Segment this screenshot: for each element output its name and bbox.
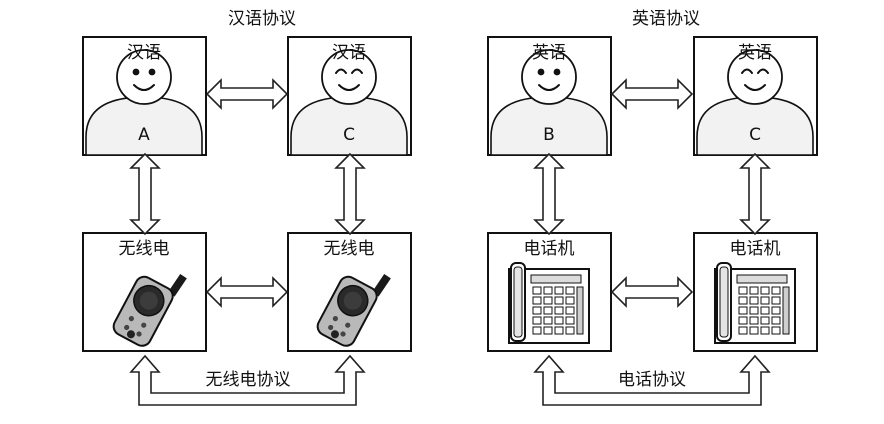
person-b-language: 英语 (532, 43, 566, 63)
right-protocol-group: 英语协议 英语 B 英语 C 电话机 电话机 (487, 9, 818, 406)
person-c-left-letter: C (343, 125, 355, 145)
radio-a-label: 无线电 (119, 239, 170, 259)
person-a-language: 汉语 (127, 43, 161, 63)
double-arrow-icon (740, 153, 770, 235)
radio-protocol-label: 无线电协议 (206, 370, 291, 390)
radio-protocol-arrow (129, 354, 366, 406)
left-title: 汉语协议 (228, 9, 296, 29)
double-arrow-icon (206, 277, 288, 307)
double-arrow-icon (611, 79, 693, 109)
phone-c-box: 电话机 (693, 232, 818, 352)
phone-protocol-label: 电话协议 (618, 370, 686, 390)
person-a-box: 汉语 A (82, 36, 207, 156)
right-title: 英语协议 (632, 9, 700, 29)
double-arrow-icon (130, 153, 160, 235)
left-protocol-group: 汉语协议 汉语 A 汉语 C 无线电 无线电 (82, 9, 412, 406)
person-c-right-letter: C (749, 125, 761, 145)
double-arrow-icon (534, 153, 564, 235)
person-c-left-language: 汉语 (332, 43, 366, 63)
desk-telephone-icon (508, 262, 590, 344)
phone-b-box: 电话机 (487, 232, 612, 352)
phone-protocol-arrow (533, 354, 771, 406)
desk-telephone-icon (714, 262, 796, 344)
person-c-left-box: 汉语 C (287, 36, 412, 156)
phone-b-label: 电话机 (524, 239, 575, 259)
person-b-letter: B (543, 125, 555, 145)
double-arrow-icon (206, 79, 288, 109)
person-c-right-box: 英语 C (693, 36, 818, 156)
phone-c-label: 电话机 (730, 239, 781, 259)
person-b-box: 英语 B (487, 36, 612, 156)
person-c-right-language: 英语 (738, 43, 772, 63)
radio-c-box: 无线电 (287, 232, 412, 352)
double-arrow-icon (335, 153, 365, 235)
radio-c-label: 无线电 (324, 239, 375, 259)
radio-a-box: 无线电 (82, 232, 207, 352)
double-arrow-icon (611, 277, 693, 307)
person-a-letter: A (138, 125, 150, 145)
